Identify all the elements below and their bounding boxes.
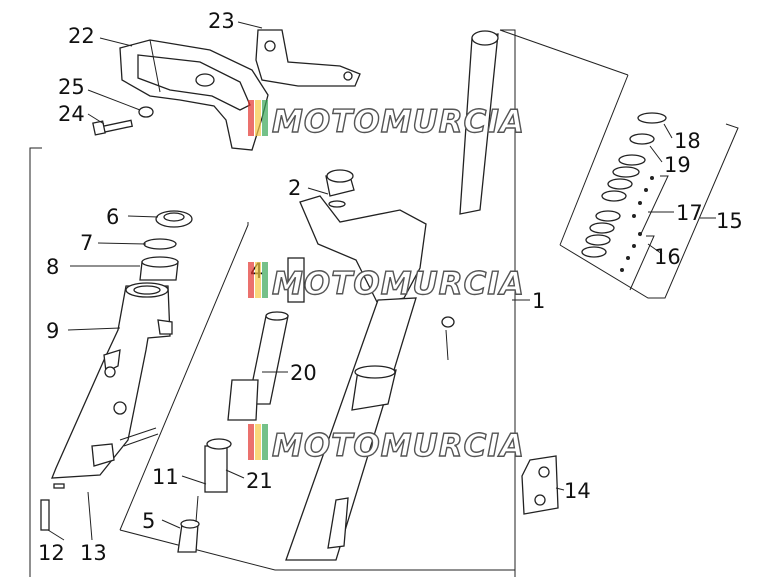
callout-6: 6 bbox=[106, 205, 119, 229]
group-frames bbox=[29, 29, 739, 577]
watermark-text: MOTOMURCIA bbox=[272, 428, 525, 464]
callout-18: 18 bbox=[674, 129, 701, 153]
callout-24: 24 bbox=[58, 102, 85, 126]
callout-21: 21 bbox=[246, 469, 273, 493]
part-plate bbox=[521, 455, 559, 515]
callout-14: 14 bbox=[564, 479, 591, 503]
watermark-logo-top: MOTOMURCIA bbox=[248, 100, 525, 141]
watermark-logo-middle: MOTOMURCIA bbox=[248, 262, 525, 303]
watermark-text: MOTOMURCIA bbox=[272, 266, 525, 302]
callout-9: 9 bbox=[46, 319, 59, 343]
callout-20: 20 bbox=[290, 361, 317, 385]
leader-lines bbox=[47, 21, 716, 541]
part-bearing-set bbox=[581, 112, 669, 291]
callout-17: 17 bbox=[676, 201, 703, 225]
callout-11: 11 bbox=[152, 465, 179, 489]
watermark-logo-bottom: MOTOMURCIA bbox=[248, 424, 525, 465]
part-fork-cover bbox=[119, 39, 269, 151]
watermark-text: MOTOMURCIA bbox=[272, 104, 525, 140]
callout-5: 5 bbox=[142, 509, 155, 533]
callout-12: 12 bbox=[38, 541, 65, 565]
callout-22: 22 bbox=[68, 24, 95, 48]
callout-16: 16 bbox=[654, 245, 681, 269]
callout-23: 23 bbox=[208, 9, 235, 33]
part-screw-washer bbox=[92, 106, 154, 136]
callout-2: 2 bbox=[288, 176, 301, 200]
part-bracket bbox=[255, 29, 361, 87]
callout-8: 8 bbox=[46, 255, 59, 279]
callout-numbers: 22 23 25 24 6 7 8 9 2 4 20 21 11 5 12 13… bbox=[38, 9, 743, 565]
callout-15: 15 bbox=[716, 209, 743, 233]
part-steering-tube bbox=[285, 30, 499, 561]
part-damper bbox=[177, 169, 355, 553]
callout-13: 13 bbox=[80, 541, 107, 565]
part-left-leg bbox=[40, 210, 193, 531]
callout-25: 25 bbox=[58, 75, 85, 99]
callout-7: 7 bbox=[80, 231, 93, 255]
callout-19: 19 bbox=[664, 153, 691, 177]
callout-1: 1 bbox=[532, 289, 545, 313]
